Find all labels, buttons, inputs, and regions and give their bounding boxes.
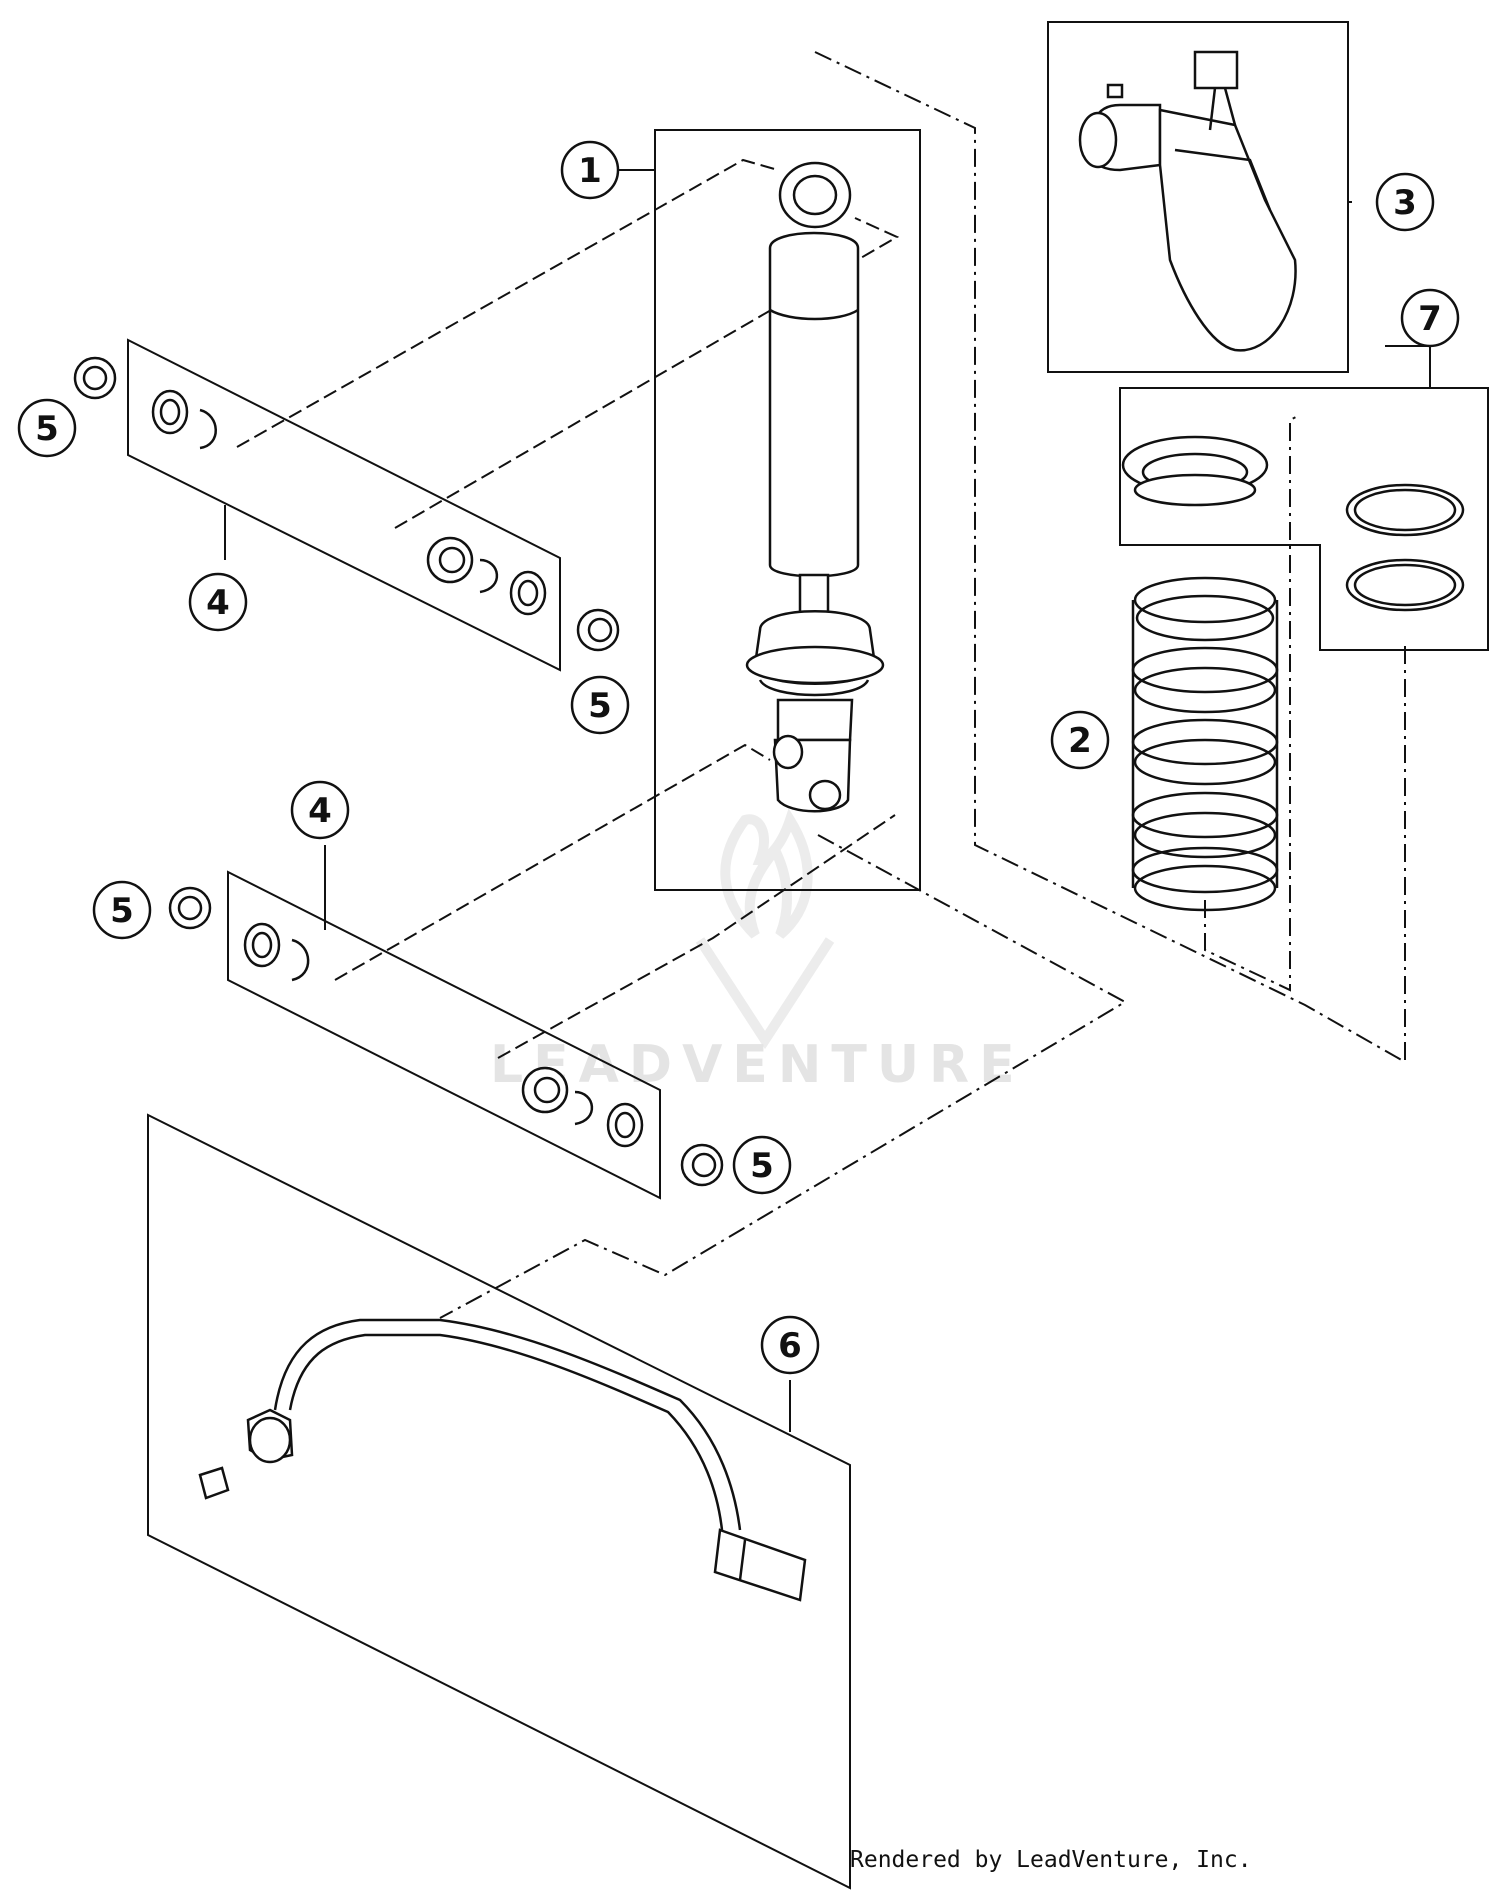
callout-4-lower: 4 (290, 780, 350, 840)
callout-5-upper-left-label: 5 (35, 409, 59, 449)
box-spring-seat (1119, 387, 1489, 651)
box-sensor-cable (147, 1113, 851, 1890)
guide-line-shock-bottom-to-sensor (439, 834, 1128, 1319)
leader-lines (224, 169, 1431, 1432)
callout-1-label: 1 (578, 151, 602, 191)
callout-3: 3 (1375, 172, 1435, 232)
sensor-cable (198, 1318, 807, 1602)
callout-5-lower-left: 5 (92, 880, 152, 940)
group-boxes (127, 21, 1489, 1890)
box-lower-bearing-kit (227, 870, 661, 1200)
guide-lower-bearing-right (497, 814, 896, 1059)
watermark-logo (695, 808, 835, 1050)
callout-2-label: 2 (1068, 721, 1092, 761)
spring (1131, 576, 1279, 912)
callout-7-label: 7 (1418, 299, 1442, 339)
guide-line-spring-to-spring-seat (1204, 414, 1301, 992)
callout-4-upper-label: 4 (206, 583, 230, 623)
callout-1: 1 (560, 140, 620, 200)
assembly-guide-lines (439, 51, 1406, 1319)
callout-7: 7 (1400, 288, 1460, 348)
lower-bearing-kit (168, 886, 724, 1187)
guide-upper-bearing-right (394, 217, 900, 529)
shock-absorber (745, 161, 885, 813)
callout-4-lower-label: 4 (308, 791, 332, 831)
spring-seat-kit (1121, 435, 1465, 612)
callout-3-label: 3 (1393, 183, 1417, 223)
box-shock-absorber (654, 129, 921, 891)
callout-5-lower-left-label: 5 (110, 891, 134, 931)
callout-6-label: 6 (778, 1326, 802, 1366)
watermark: LEADVENTURE (490, 808, 1025, 1095)
callout-5-upper-right: 5 (570, 675, 630, 735)
assembly-guide-lines-short (236, 158, 900, 1059)
callout-5-upper-left: 5 (17, 398, 77, 458)
guide-lower-bearing-left (334, 743, 771, 981)
callout-5-lower-right: 5 (732, 1135, 792, 1195)
callout-5-upper-right-label: 5 (588, 686, 612, 726)
guide-upper-bearing-left (236, 158, 779, 448)
watermark-text: LEADVENTURE (490, 1035, 1025, 1095)
box-upper-bearing-kit (127, 338, 561, 672)
box-preload-adjuster (1047, 21, 1349, 373)
upper-bearing-kit (73, 356, 620, 652)
guide-line-shock-top-to-spring (814, 51, 1406, 1063)
callouts: 1 2 3 4 4 5 5 5 (17, 140, 1460, 1375)
callout-2: 2 (1050, 710, 1110, 770)
callout-4-upper: 4 (188, 572, 248, 632)
callout-6: 6 (760, 1315, 820, 1375)
callout-5-lower-right-label: 5 (750, 1146, 774, 1186)
render-credit: Rendered by LeadVenture, Inc. (850, 1847, 1252, 1873)
preload-adjuster (1078, 50, 1297, 352)
